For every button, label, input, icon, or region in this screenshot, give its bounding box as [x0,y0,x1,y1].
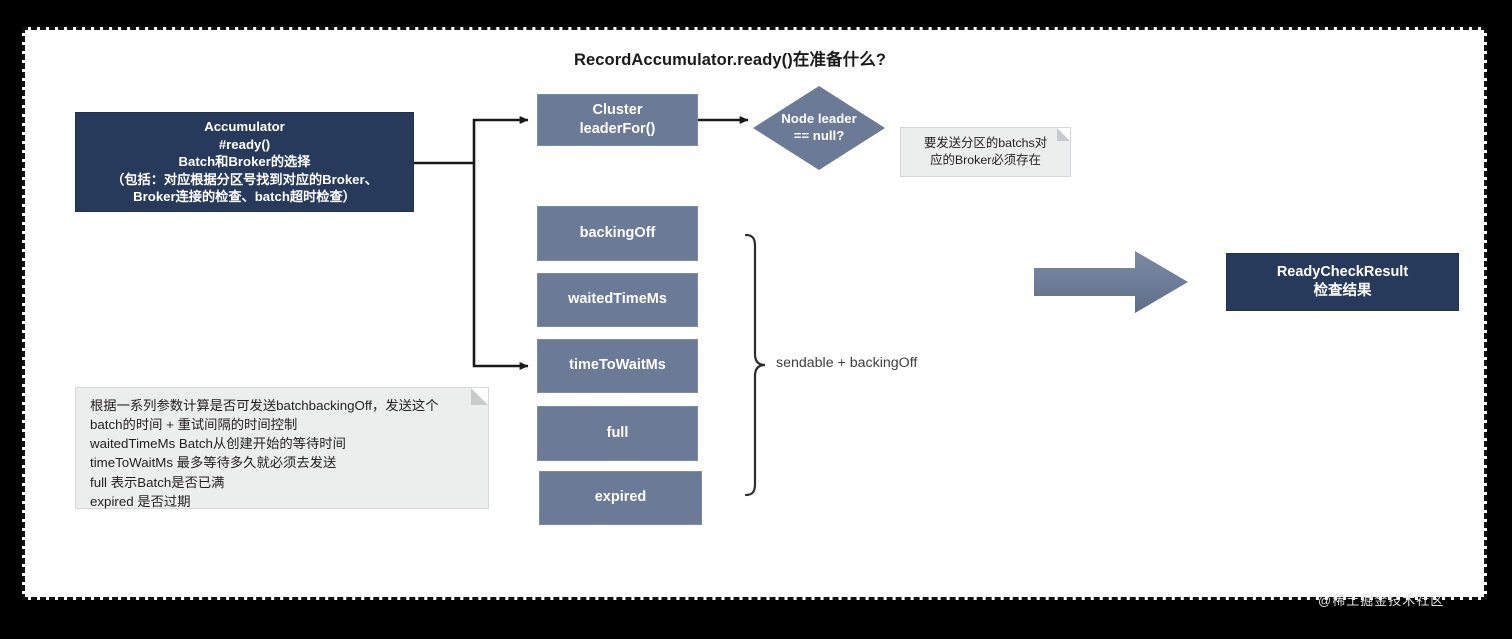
node-readycheck-line1: ReadyCheckResult [1276,263,1409,280]
node-full-label: full [606,424,629,441]
brace-label-sendable-backingoff: sendable + backingOff [776,355,918,371]
note-broker-line2: 应的Broker必须存在 [930,153,1041,167]
node-accumulator-line1: Accumulator [204,119,285,135]
note-parameter-explanations: 根据一系列参数计算是否可发送batchbackingOff，发送这个 batch… [75,387,489,509]
node-readycheckresult[interactable]: ReadyCheckResult 检查结果 [1226,253,1459,311]
node-accumulator-line4: （包括：对应根据分区号找到对应的Broker、 [111,171,378,187]
note-params-line4: timeToWaitMs 最多等待多久就必须去发送 [90,455,337,471]
note-params-line6: expired 是否过期 [90,493,191,509]
node-accumulator-line5: Broker连接的检查、batch超时检查） [133,189,356,205]
diamond-label: Node leader == null? [753,86,885,170]
note-params-line3: waitedTimeMs Batch从创建开始的等待时间 [90,436,346,452]
node-accumulator[interactable]: Accumulator #ready() Batch和Broker的选择 （包括… [75,112,414,212]
node-expired[interactable]: expired [539,471,702,525]
node-readycheck-line2: 检查结果 [1313,283,1372,299]
node-backingoff[interactable]: backingOff [537,206,698,261]
node-backingoff-label: backingOff [579,224,656,241]
node-accumulator-line3: Batch和Broker的选择 [178,154,311,170]
node-expired-label: expired [594,489,647,506]
node-decision-node-leader-null[interactable]: Node leader == null? [753,86,885,170]
connector-accumulator-split [414,116,529,370]
node-accumulator-line2: #ready() [218,136,271,152]
node-waitedtimems-label: waitedTimeMs [568,291,667,308]
note-params-line5: full 表示Batch是否已满 [90,474,225,490]
watermark: @稀土掘金技术社区 [1318,593,1445,608]
node-waitedtimems[interactable]: waitedTimeMs [537,273,698,327]
node-cluster-line1: Cluster [592,101,643,118]
node-cluster-line2: leaderFor() [579,121,656,137]
node-timetowaitms-label: timeToWaitMs [569,357,666,374]
node-timetowaitms[interactable]: timeToWaitMs [537,339,698,393]
page-title: RecordAccumulator.ready()在准备什么? [573,51,887,69]
node-cluster-leaderfor[interactable]: Cluster leaderFor() [537,94,698,146]
note-broker-line1: 要发送分区的batchs对 [923,136,1048,151]
brace-bracket [744,233,766,497]
diamond-line2: == null? [793,128,845,143]
block-arrow-to-result [1034,251,1188,313]
note-params-line1: 根据一系列参数计算是否可发送batchbackingOff，发送这个 [90,398,439,413]
note-fold-corner-icon [471,388,488,405]
note-fold-corner-icon [1057,128,1070,141]
note-params-line2: batch的时间 + 重试间隔的时间控制 [90,417,298,433]
diamond-line1: Node leader [781,111,857,127]
note-broker-must-exist: 要发送分区的batchs对 应的Broker必须存在 [900,127,1071,177]
node-full[interactable]: full [537,406,698,461]
